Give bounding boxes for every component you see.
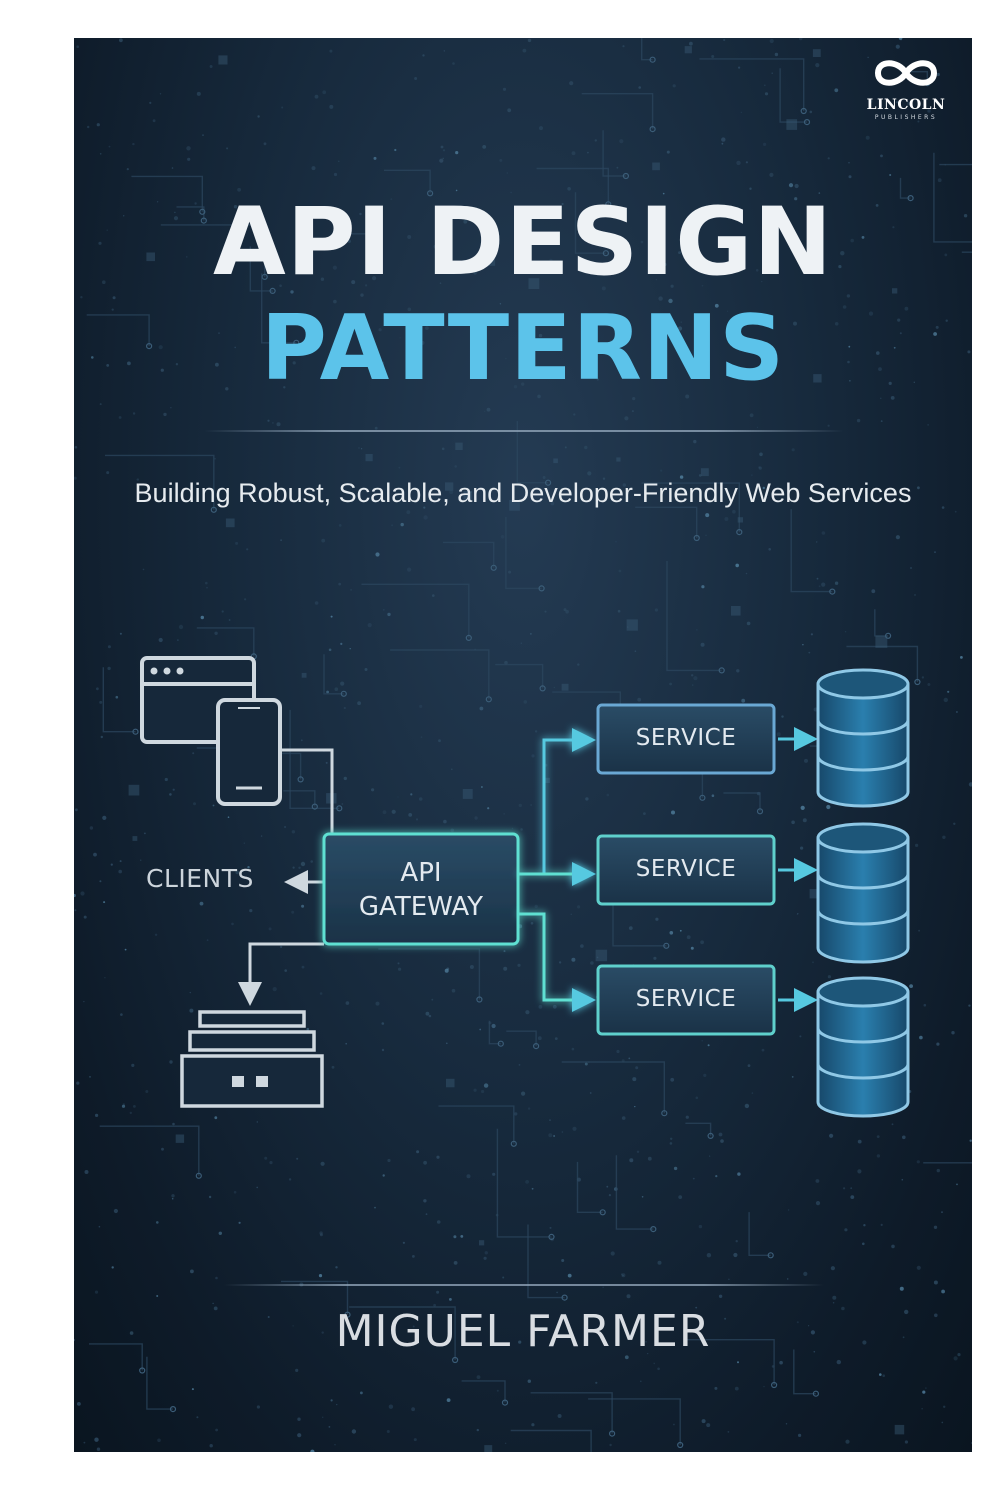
server-icon — [180, 942, 324, 1108]
database-icon — [816, 976, 910, 1118]
title-divider — [204, 430, 844, 432]
api-gateway-label-line-2: GATEWAY — [358, 892, 484, 922]
service-box-1 — [596, 703, 776, 775]
publisher-logo: LINCOLN PUBLISHERS — [856, 54, 956, 126]
clients-label: CLIENTS — [146, 864, 254, 893]
service-box-3 — [596, 964, 776, 1036]
service-box-2 — [596, 834, 776, 906]
service-label-1: SERVICE — [635, 725, 737, 751]
infinity-logo-icon — [874, 60, 938, 86]
api-gateway-label-line-1: API — [400, 858, 442, 888]
database-icon — [816, 822, 910, 964]
publisher-name: LINCOLN — [866, 97, 946, 113]
author-divider — [224, 1284, 824, 1286]
title-line-1: API DESIGN — [212, 188, 834, 297]
book-cover: LINCOLN PUBLISHERS API DESIGN PATTERNS B… — [74, 38, 972, 1452]
service-label-3: SERVICE — [635, 986, 737, 1012]
service-label-2: SERVICE — [635, 856, 737, 882]
api-gateway-label: API GATEWAY — [324, 856, 518, 924]
title-line-2: PATTERNS — [260, 296, 786, 401]
subtitle: Building Robust, Scalable, and Developer… — [134, 478, 912, 508]
api-gateway-box — [322, 832, 520, 946]
smartphone-icon — [216, 698, 282, 806]
architecture-diagram — [140, 656, 910, 1118]
database-icon — [816, 668, 910, 808]
publisher-subname: PUBLISHERS — [874, 114, 938, 121]
author-name: MIGUEL FARMER — [335, 1306, 711, 1357]
